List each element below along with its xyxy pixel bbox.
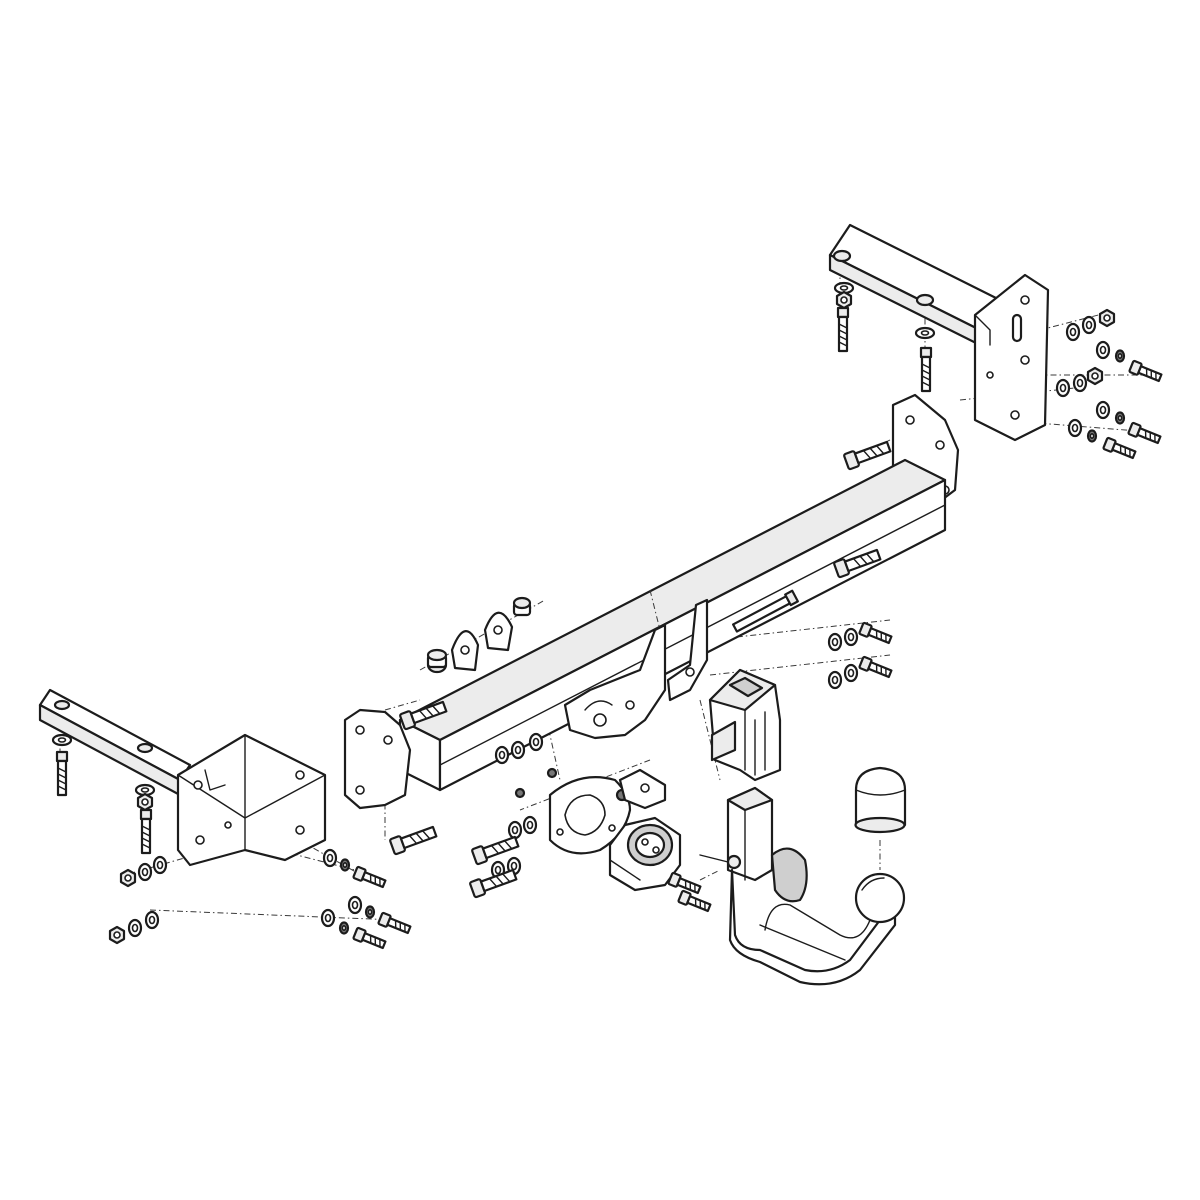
mid-fastener-group	[827, 621, 894, 690]
main-cross-beam	[343, 393, 960, 810]
beam-spacers	[426, 596, 532, 674]
socket-plate-fasteners	[468, 767, 558, 899]
socket-mounting-plate	[548, 768, 667, 855]
tow-ball-cap-icon	[854, 766, 907, 834]
right-fastener-group	[1055, 308, 1164, 462]
socket-icon	[608, 816, 713, 915]
left-side-bracket	[38, 688, 327, 867]
right-side-bracket	[828, 223, 1050, 442]
beam-end-bolts-right	[732, 438, 893, 633]
tow-ball-neck	[699, 786, 906, 986]
left-fastener-group	[108, 848, 413, 952]
receiver-housing	[708, 668, 782, 782]
